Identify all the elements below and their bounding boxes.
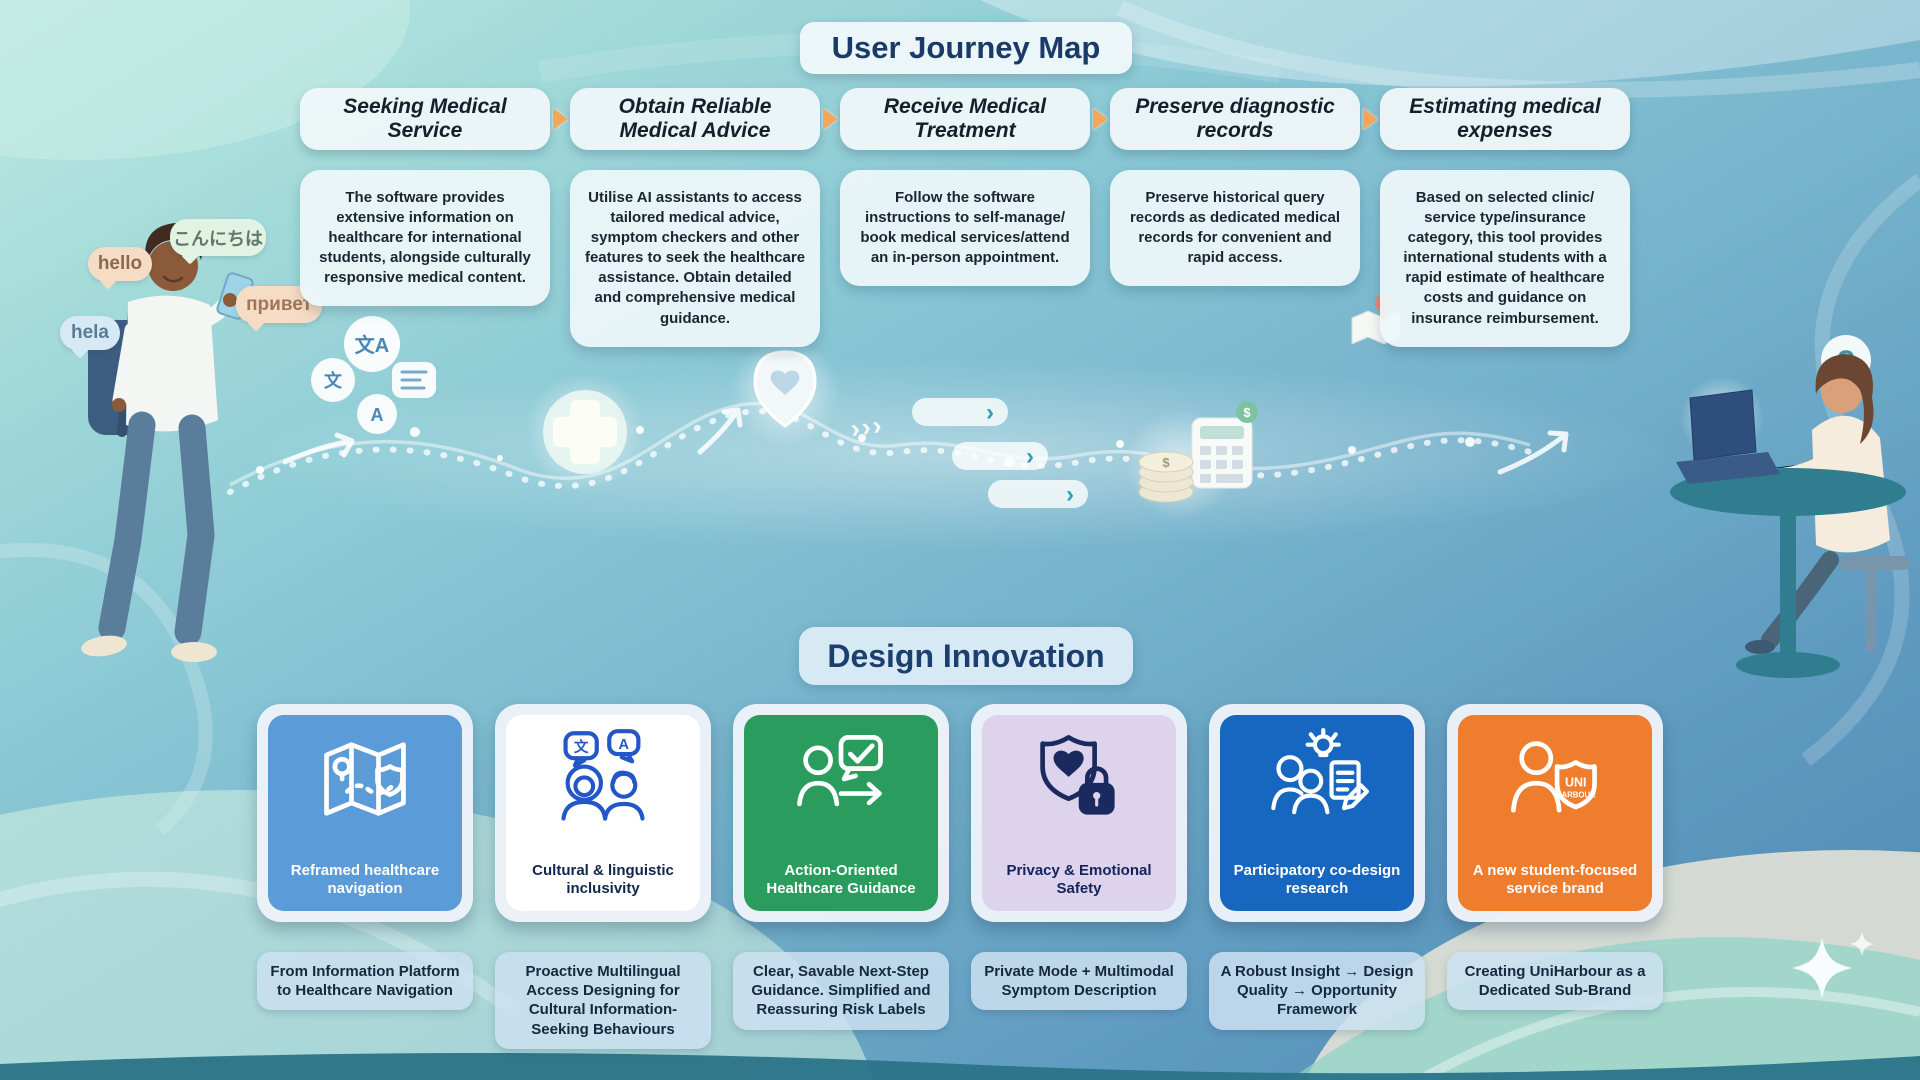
speech-bubble-japanese: こんにちは <box>170 219 266 256</box>
stage-arrow <box>550 88 570 150</box>
stage-arrow <box>820 88 840 150</box>
heart-pin-icon <box>753 350 817 428</box>
card-student-service-brand: UNI HARBOUR A new student-focused servic… <box>1447 704 1663 922</box>
description-seeking: The software provides extensive informat… <box>300 170 550 307</box>
pill-chevron-icon: › <box>986 399 994 426</box>
stage-seeking-medical-service: Seeking Medical Service <box>300 88 550 150</box>
map-navigation-icon <box>324 742 406 816</box>
card-privacy-emotional-safety: Privacy & Emotional Safety <box>971 704 1187 922</box>
speech-bubble-hela: hela <box>60 316 120 350</box>
medical-cross-icon <box>543 390 627 474</box>
caption-privacy-safety: Private Mode + Multimodal Symptom Descri… <box>971 952 1187 1011</box>
card-label: Action-Oriented Healthcare Guidance <box>766 861 916 898</box>
caption-codesign-research: A Robust Insight → Design Quality → Oppo… <box>1209 952 1425 1030</box>
dollar-icon: $ <box>1162 455 1170 470</box>
translate-zh-icon: 文 <box>324 370 343 391</box>
card-reframed-navigation: Reframed healthcare navigation <box>257 704 473 922</box>
card-label: Participatory co-design research <box>1233 861 1401 898</box>
chevron-pills: ››› › › › <box>849 398 1088 508</box>
small-chevrons-icon: ››› <box>849 410 886 444</box>
caption-cultural-inclusivity: Proactive Multilingual Access Designing … <box>495 952 711 1049</box>
table <box>1670 468 1906 516</box>
stage-arrow <box>1090 88 1110 150</box>
stage-receive-medical-treatment: Receive Medical Treatment <box>840 88 1090 150</box>
description-expenses: Based on selected clinic/ service type/i… <box>1380 170 1630 347</box>
innovation-cards: Reframed healthcare navigation 文 A Cultu… <box>257 704 1663 922</box>
translate-icons: 文A 文 A <box>311 316 436 434</box>
caption-reframed-navigation: From Information Platform to Healthcare … <box>257 952 473 1011</box>
card-label: Reframed healthcare navigation <box>290 861 440 898</box>
stage-estimating-medical-expenses: Estimating medical expenses <box>1380 88 1630 150</box>
stage-descriptions: The software provides extensive informat… <box>300 170 1630 347</box>
svg-text:HARBOUR: HARBOUR <box>1556 791 1596 800</box>
caption-action-guidance: Clear, Savable Next-Step Guidance. Simpl… <box>733 952 949 1030</box>
laptop-icon <box>1676 389 1780 484</box>
card-action-oriented-guidance: Action-Oriented Healthcare Guidance <box>733 704 949 922</box>
card-label: Cultural & linguistic inclusivity <box>532 861 674 898</box>
svg-text:文: 文 <box>574 738 589 756</box>
cost-estimate-icons: $ $ <box>1138 401 1258 503</box>
pill-chevron-icon: › <box>1026 443 1034 470</box>
arrow-right-icon <box>1092 108 1108 130</box>
card-label: A new student-focused service brand <box>1472 861 1638 898</box>
description-treatment: Follow the software instructions to self… <box>840 170 1090 287</box>
codesign-team-icon <box>1271 728 1369 815</box>
uniharbour-shield-icon: UNI HARBOUR <box>1511 741 1597 813</box>
shield-heart-lock-icon <box>1040 735 1115 815</box>
arrow-right-icon <box>552 108 568 130</box>
pill-chevron-icon: › <box>1066 481 1074 508</box>
arrow-right-icon <box>1362 108 1378 130</box>
svg-text:UNI: UNI <box>1565 775 1586 789</box>
svg-text:A: A <box>619 737 630 753</box>
coins-icon: $ <box>1138 451 1194 503</box>
stage-arrow <box>1360 88 1380 150</box>
description-advice: Utilise AI assistants to access tailored… <box>570 170 820 347</box>
arrow-right-icon <box>822 108 838 130</box>
speech-bubble-hello: hello <box>88 247 152 281</box>
translate-en-icon: A <box>371 405 384 425</box>
page-title: User Journey Map <box>800 22 1132 74</box>
translate-combo-icon: 文A <box>355 333 389 357</box>
sparkle-icon <box>1792 932 1874 998</box>
innovation-captions: From Information Platform to Healthcare … <box>257 952 1663 1049</box>
description-records: Preserve historical query records as ded… <box>1110 170 1360 287</box>
design-innovation-title: Design Innovation <box>799 627 1133 685</box>
multilingual-people-icon: 文 A <box>561 729 645 821</box>
card-participatory-codesign: Participatory co-design research <box>1209 704 1425 922</box>
journey-stages: Seeking Medical Service Obtain Reliable … <box>300 88 1630 150</box>
student-illustration <box>81 223 254 662</box>
person-checklist-arrow-icon <box>797 735 883 807</box>
card-cultural-inclusivity: 文 A Cultural & linguistic inclusivity <box>495 704 711 922</box>
stage-obtain-reliable-medical-advice: Obtain Reliable Medical Advice <box>570 88 820 150</box>
card-label: Privacy & Emotional Safety <box>1006 861 1152 898</box>
dollar-icon: $ <box>1243 405 1251 420</box>
stage-preserve-diagnostic-records: Preserve diagnostic records <box>1110 88 1360 150</box>
caption-uniharbour-brand: Creating UniHarbour as a Dedicated Sub-B… <box>1447 952 1663 1011</box>
woman-laptop-illustration <box>1670 354 1910 678</box>
